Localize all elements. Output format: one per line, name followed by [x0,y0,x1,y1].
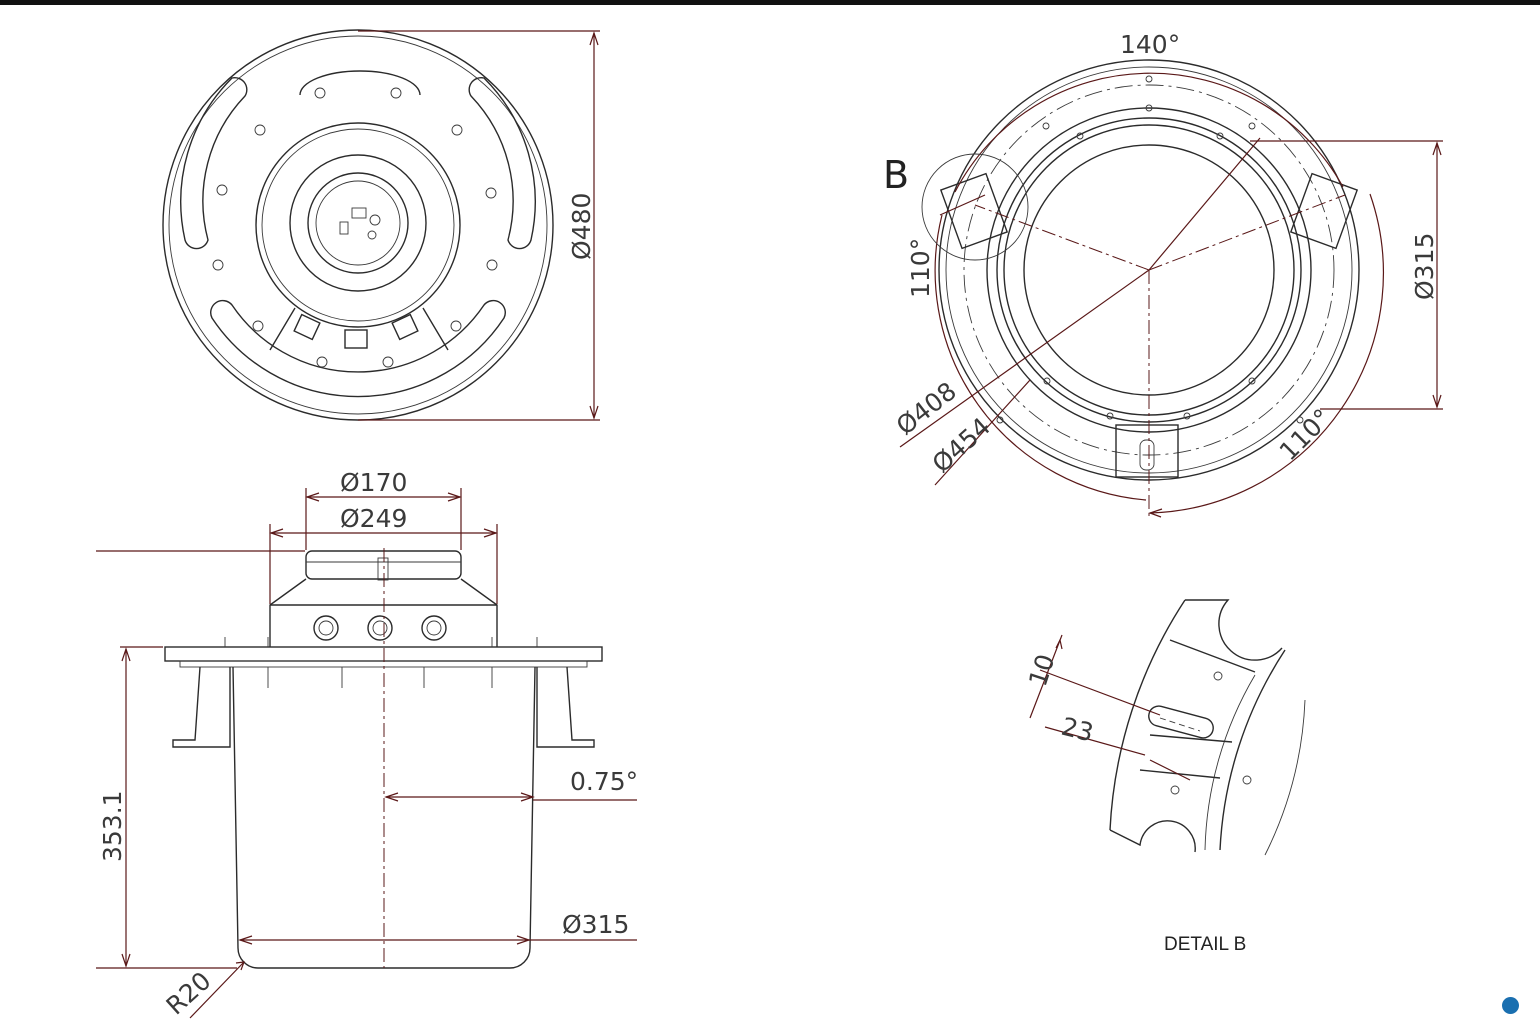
pcd-408-label: Ø408 [891,376,962,440]
draft-angle-label: 0.75° [570,767,638,796]
top-view: Ø480 [163,30,600,420]
bottom-view: 140° 110° 110° Ø315 Ø408 Ø454 B [883,30,1443,518]
angle-140-label: 140° [1120,30,1180,59]
slot-width-label: 10 [1023,651,1060,690]
detail-b-view: 10 23 [1023,600,1305,855]
angle-110-left-label: 110° [906,238,935,298]
height-label: 353.1 [98,790,127,862]
angle-110-right-label: 110° [1274,403,1337,466]
corner-radius-label: R20 [161,966,217,1020]
dia-170-label: Ø170 [340,468,407,497]
pcd-454-label: Ø454 [927,412,996,479]
top-view-diameter-label: Ø480 [567,193,596,260]
page-dot-indicator [1502,997,1519,1014]
mount-diameter-label: Ø315 [1410,233,1439,300]
bottom-holes [997,76,1303,423]
side-view: Ø170 Ø249 353.1 0.75° Ø315 R20 [96,468,638,1020]
body-diameter-label: Ø315 [562,910,629,939]
detail-marker-label: B [883,153,909,197]
dia-249-label: Ø249 [340,504,407,533]
slot-length-label: 23 [1059,712,1097,748]
detail-caption: DETAIL B [1164,934,1246,955]
